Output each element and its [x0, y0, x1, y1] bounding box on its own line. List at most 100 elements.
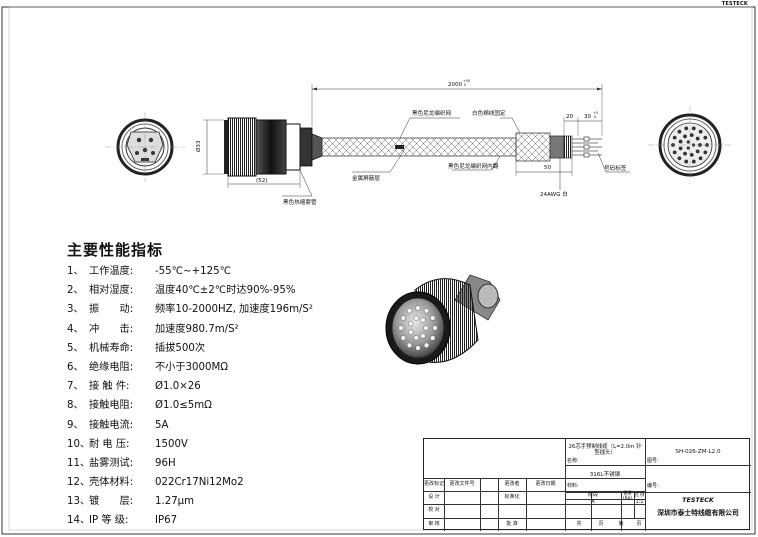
connector-render: [385, 274, 501, 365]
contact-pin: [672, 150, 677, 155]
col-changer: 更改者: [504, 480, 520, 487]
spec-label: 机械寿命:: [89, 342, 134, 354]
label-black-braid-inner: 黑色尼龙编织网内翻: [448, 162, 499, 170]
spec-item: 13、镀 层:1.27μm: [67, 492, 313, 511]
spec-no: 4、: [67, 323, 84, 335]
spec-value: 1.27μm: [155, 496, 195, 508]
dim-30-tol-upper: +5: [593, 111, 598, 115]
contact-pin: [698, 129, 703, 134]
spec-value: 加速度980.7m/S²: [155, 323, 239, 335]
dim-52: (52): [256, 178, 267, 184]
inner-border: [8, 6, 753, 531]
scale-value: 1:1: [635, 498, 644, 505]
spec-value: 温度40℃±2℃时达90%-95%: [155, 285, 296, 297]
spec-label: 工作温度:: [89, 266, 134, 277]
contact-pin: [423, 342, 430, 348]
spec-no: 3、: [67, 304, 84, 316]
label-white-cotton: 白色棉线固定: [472, 109, 506, 117]
spec-item: 11、盐雾测试:96H: [67, 454, 313, 473]
contact-pin: [400, 335, 406, 341]
contact-pin: [400, 315, 406, 321]
sheet-page: 页: [598, 520, 604, 527]
contact-pin: [683, 134, 687, 139]
spec-value: 频率10-2000HZ, 加速度196m/S²: [155, 304, 313, 316]
dim-50: 50: [544, 165, 552, 171]
spec-item: 14、IP 等 级: IP67: [67, 511, 313, 530]
corner-brand: TESTECK: [721, 1, 748, 7]
contact-pin: [415, 345, 421, 351]
contact-pin: [423, 308, 430, 314]
contact-pin: [695, 136, 700, 141]
contact-pin: [406, 342, 413, 348]
dim-length: 2000: [448, 82, 463, 88]
contact-pin: [420, 333, 426, 339]
company-brand: TESTECK: [682, 496, 714, 505]
spec-label: 盐雾测试:: [89, 457, 134, 469]
spec-label: 接 触 件:: [89, 381, 130, 393]
wire-ends: [572, 136, 602, 158]
contact-pin: [689, 152, 694, 157]
weight-label: 重量(Kg): [623, 489, 632, 500]
col-date: 更改日期: [535, 480, 556, 487]
spec-no: 5、: [67, 342, 84, 354]
contact-pin: [413, 315, 419, 321]
contact-pin: [703, 150, 708, 155]
spec-no: 9、: [67, 419, 84, 431]
contact-pin: [672, 135, 677, 140]
check-label: 校 对: [428, 507, 440, 514]
contact-pin: [677, 156, 682, 161]
spec-no: 2、: [67, 285, 84, 297]
material: 316L不锈钢: [589, 471, 621, 478]
spec-no: 14、: [67, 515, 91, 527]
contact-pin: [686, 146, 690, 150]
spec-value: Ø1.0≤5mΩ: [155, 400, 212, 412]
sheet-page-2: 页: [636, 520, 642, 527]
contact-pin: [691, 126, 696, 131]
contact-pin: [689, 133, 694, 138]
dim-length-tol-upper: +50: [463, 79, 470, 83]
contact-pin: [677, 129, 682, 134]
spec-item: 9、接触电流: 5A: [67, 416, 313, 435]
spec-no: 10、: [67, 438, 91, 450]
spec-no: 11、: [67, 457, 91, 469]
contact-pin: [678, 146, 683, 151]
contact-pin: [695, 149, 700, 154]
spec-item: 5、机械寿命: 插拔500次: [67, 339, 313, 358]
standardize-label: 标准化: [504, 493, 520, 500]
cable-braid: [321, 132, 573, 162]
spec-item: 1、工作温度:-55℃~+125℃: [67, 262, 313, 281]
spec-item: 12、壳体材料:022Cr17Ni12Mo2: [67, 473, 313, 492]
scale-label: 比 例: [634, 492, 645, 498]
approve-label: 批 准: [506, 520, 518, 527]
spec-value: 5A: [155, 419, 169, 431]
contact-pin: [686, 140, 690, 144]
spec-label: IP 等 级:: [89, 515, 129, 527]
dim-diameter: Ø33: [195, 140, 202, 152]
spec-item: 8、接触电阻:Ø1.0≤5mΩ: [67, 396, 313, 415]
drawing-no-label: 图号:: [647, 457, 659, 464]
spec-item: 10、耐 电 压:1500V: [67, 435, 313, 454]
spec-item: 3、振 动:频率10-2000HZ, 加速度196m/S²: [67, 300, 313, 319]
spec-label: 接触电流:: [89, 419, 134, 431]
side-view-connector: [224, 117, 323, 177]
col-change-mark: 更改标记: [424, 480, 445, 487]
spec-value: IP67: [155, 515, 178, 527]
spec-value: 不小于3000MΩ: [155, 361, 229, 373]
contact-pin: [413, 335, 419, 341]
review-label: 审 核: [428, 520, 440, 527]
label-awg: 24AWG 白: [540, 190, 568, 198]
spec-label: 接触电阻:: [89, 400, 134, 412]
contact-pin: [406, 308, 413, 314]
contact-pin: [430, 335, 436, 341]
contact-pin: [691, 159, 696, 164]
spec-label: 壳体材料:: [89, 477, 134, 489]
spec-value: 插拔500次: [155, 342, 206, 354]
contact-pin: [415, 305, 421, 311]
spec-item: 2、相对湿度:温度40℃±2℃时达90%-95%: [67, 281, 313, 300]
name-label: 名称:: [567, 457, 579, 464]
contact-pin: [398, 325, 404, 331]
sheet-total: 共: [576, 520, 582, 527]
label-metal-shield: 金属屏蔽层: [352, 174, 380, 182]
sheet-of: 第: [618, 520, 624, 527]
